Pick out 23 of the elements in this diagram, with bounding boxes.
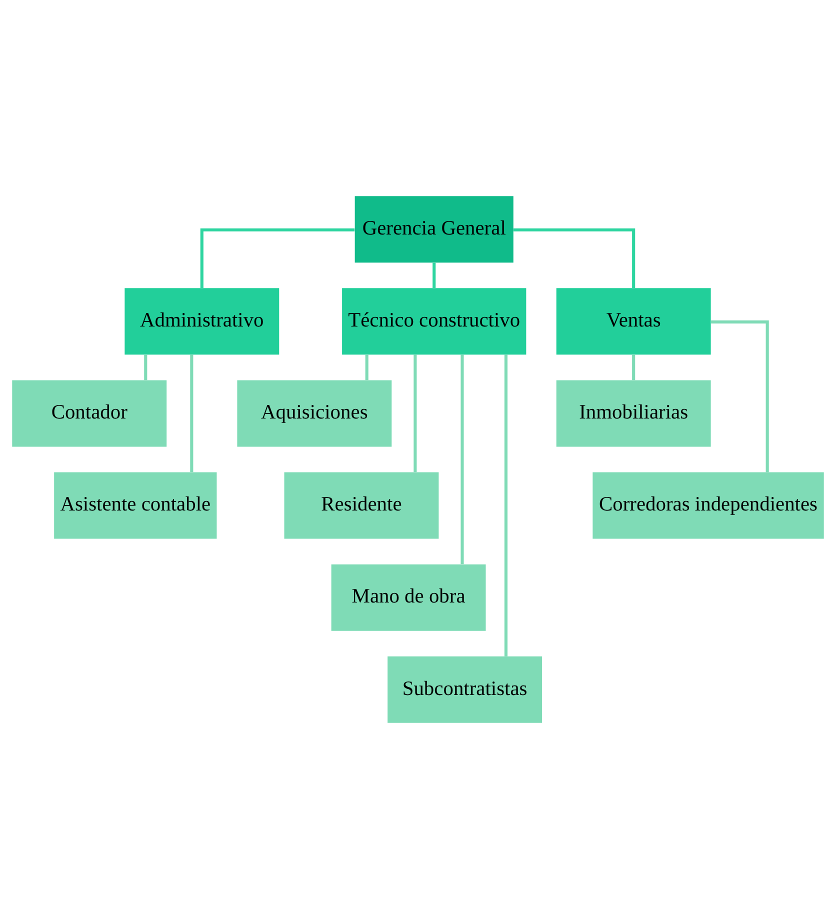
node-box: Corredoras independientes (592, 472, 824, 538)
connector (365, 354, 368, 380)
node-box: Administrativo (124, 288, 280, 354)
node-box: Ventas (556, 288, 711, 354)
connector (711, 320, 769, 472)
connector (632, 354, 636, 380)
node-box: Residente (284, 472, 439, 538)
connector (504, 354, 508, 656)
node-box: Técnico constructivo (342, 288, 526, 354)
node-box: Inmobiliarias (556, 380, 711, 446)
connector (190, 354, 194, 472)
connector (514, 228, 636, 288)
node-box: Contador (12, 380, 167, 446)
connector (414, 354, 417, 472)
connector (432, 262, 436, 288)
connector (460, 354, 464, 564)
node-box: Mano de obra (331, 564, 486, 630)
node-box: Gerencia General (354, 196, 514, 262)
node-box: Subcontratistas (388, 656, 542, 722)
connector (200, 228, 355, 288)
connector (144, 354, 148, 380)
node-box: Asistente contable (54, 472, 217, 538)
node-box: Aquisiciones (237, 380, 392, 446)
